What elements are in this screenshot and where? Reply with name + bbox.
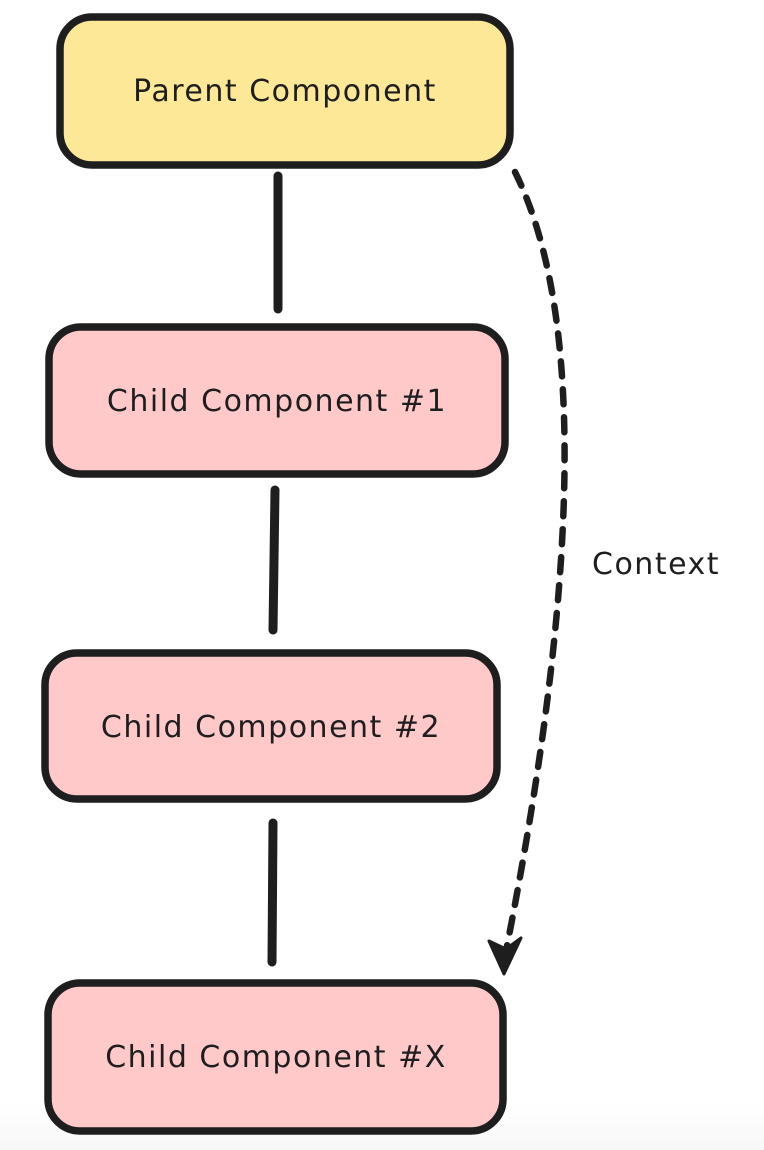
context-edge-label: Context bbox=[592, 547, 720, 582]
context-arrowhead bbox=[487, 936, 523, 976]
edge-child2-childx bbox=[267, 818, 278, 967]
node-child-component-2: Child Component #2 bbox=[41, 649, 501, 803]
child-component-x-box bbox=[44, 979, 507, 1135]
parent-component-label: Parent Component bbox=[133, 74, 437, 109]
edge-child1-child2 bbox=[268, 485, 280, 635]
child-component-x-label: Child Component #X bbox=[105, 1040, 447, 1075]
node-child-component-1: Child Component #1 bbox=[45, 323, 509, 478]
child-component-2-label: Child Component #2 bbox=[101, 710, 441, 745]
child-component-1-box bbox=[45, 323, 509, 478]
node-parent-component: Parent Component bbox=[56, 13, 514, 169]
child-component-2-box bbox=[41, 649, 501, 803]
context-arrow bbox=[503, 168, 568, 950]
child-component-1-label: Child Component #1 bbox=[107, 384, 447, 419]
node-child-component-x: Child Component #X bbox=[44, 979, 507, 1135]
parent-component-box bbox=[56, 13, 514, 169]
